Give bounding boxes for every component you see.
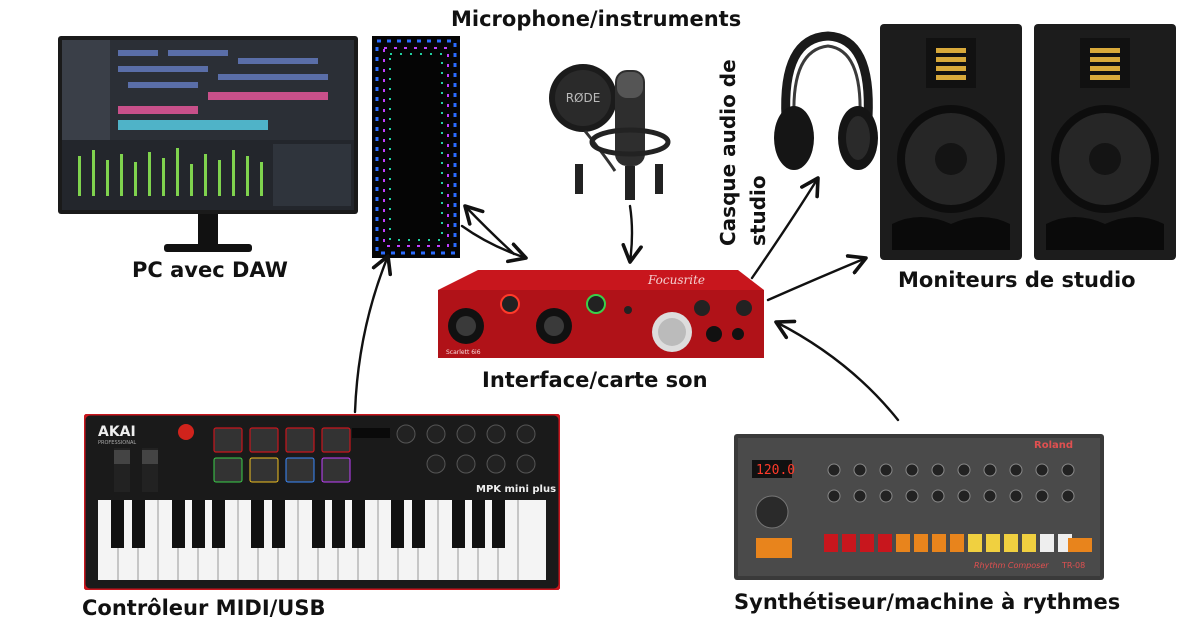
synth-caption: Rhythm Composer bbox=[974, 561, 1049, 570]
synth-brand: Roland bbox=[1034, 440, 1073, 451]
arrow-pc-to-interface bbox=[460, 224, 528, 264]
monitors-label: Moniteurs de studio bbox=[898, 268, 1136, 292]
headphones-label: Casque audio de studio bbox=[715, 58, 777, 248]
audio-interface: Focusrite Scarlett 6i6 bbox=[438, 268, 764, 360]
midi-label: Contrôleur MIDI/USB bbox=[82, 596, 326, 620]
synth-model: TR-08 bbox=[1061, 561, 1085, 570]
led-panel bbox=[372, 36, 460, 258]
arrow-mic-to-interface bbox=[621, 204, 643, 264]
arrow-interface-to-headphones bbox=[750, 176, 820, 280]
interface-model: Scarlett 6i6 bbox=[446, 349, 481, 356]
mic-brand: RØDE bbox=[566, 91, 601, 105]
drum-machine: Roland 120.0 Rhythm Composer TR-08 bbox=[734, 434, 1104, 580]
svg-text:studio: studio bbox=[746, 175, 770, 246]
svg-text:Casque audio de: Casque audio de bbox=[716, 59, 740, 246]
arrow-interface-to-monitors bbox=[766, 254, 868, 302]
akai-sub: PROFESSIONAL bbox=[98, 440, 136, 446]
mic-label: Microphone/instruments bbox=[451, 7, 742, 31]
headphones bbox=[772, 28, 880, 178]
arrow-interface-to-pc bbox=[463, 204, 516, 256]
arrow-midi-to-pc bbox=[353, 254, 393, 414]
synth-tempo: 120.0 bbox=[756, 463, 795, 478]
akai-model: MPK mini plus bbox=[476, 484, 556, 495]
studio-monitor-right bbox=[1034, 24, 1176, 260]
microphone: RØDE bbox=[545, 36, 695, 202]
studio-monitor-left bbox=[880, 24, 1022, 260]
midi-controller: AKAI PROFESSIONAL MPK mini plus bbox=[82, 412, 562, 592]
arrow-synth-to-interface bbox=[774, 319, 900, 422]
interface-brand: Focusrite bbox=[647, 273, 705, 287]
synth-label: Synthétiseur/machine à rythmes bbox=[734, 590, 1121, 614]
pc-label: PC avec DAW bbox=[132, 258, 288, 282]
interface-label: Interface/carte son bbox=[482, 368, 708, 392]
akai-brand: AKAI bbox=[98, 424, 136, 440]
pc-monitor bbox=[58, 36, 358, 256]
